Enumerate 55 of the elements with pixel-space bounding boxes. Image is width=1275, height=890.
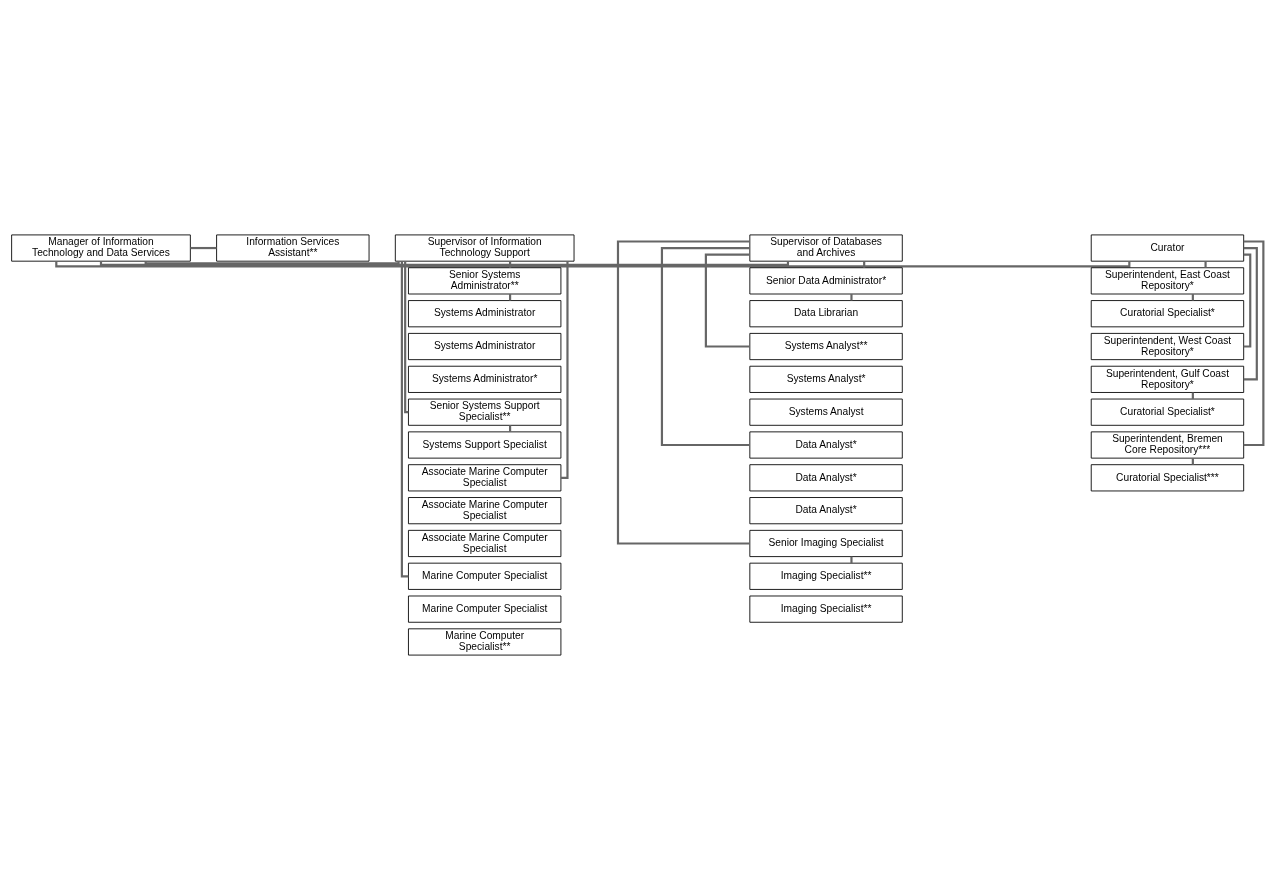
connector <box>190 246 217 250</box>
node-box: Data Analyst* <box>749 431 903 459</box>
connector <box>99 260 790 266</box>
node-box: Superintendent, West Coast Repository* <box>1090 332 1245 361</box>
connector <box>400 261 409 578</box>
node-box: Superintendent, Bremen Core Repository*** <box>1090 431 1245 459</box>
node-box: Supervisor of Databases and Archives <box>749 234 903 262</box>
node-box: Data Librarian <box>749 300 903 328</box>
connector <box>509 294 512 301</box>
node-box: Superintendent, Gulf Coast Repository* <box>1090 365 1245 393</box>
node-box: Imaging Specialist** <box>749 562 903 590</box>
node-box: Systems Support Specialist <box>408 431 562 459</box>
node-box: Superintendent, East Coast Repository* <box>1090 267 1245 295</box>
connector <box>404 261 409 414</box>
node-box: Marine Computer Specialist <box>408 562 562 590</box>
connector <box>1243 246 1258 381</box>
node-box: Systems Analyst <box>749 398 903 426</box>
node-box: Curatorial Specialist* <box>1090 300 1245 328</box>
node-box: Manager of Information Technology and Data Services <box>11 234 191 262</box>
node-box: Information Services Assistant** <box>216 234 370 262</box>
node-box: Curatorial Specialist*** <box>1090 464 1245 492</box>
connector <box>1243 253 1252 348</box>
node-box: Curatorial Specialist* <box>1090 398 1245 426</box>
connector <box>560 261 569 479</box>
node-box: Systems Analyst** <box>749 332 903 361</box>
node-box: Systems Administrator* <box>408 365 562 393</box>
connector <box>850 556 853 564</box>
node-box: Supervisor of Information Technology Support <box>394 234 575 262</box>
connector <box>850 294 853 301</box>
node-box: Systems Analyst* <box>749 365 903 393</box>
node-box: Marine Computer Specialist <box>408 595 562 623</box>
node-box: Marine Computer Specialist** <box>408 628 562 656</box>
connector <box>55 260 1131 268</box>
connector <box>144 260 400 265</box>
node-box: Data Analyst* <box>749 497 903 525</box>
node-box: Systems Administrator <box>408 332 562 361</box>
connector <box>616 240 750 545</box>
node-box: Associate Marine Computer Specialist <box>408 497 562 525</box>
connector <box>863 261 866 268</box>
connector <box>704 253 750 348</box>
node-box: Imaging Specialist** <box>749 595 903 623</box>
node-box: Senior Data Administrator* <box>749 267 903 295</box>
node-box: Senior Systems Administrator** <box>408 267 562 295</box>
node-box: Senior Imaging Specialist <box>749 529 903 558</box>
node-box: Systems Administrator <box>408 300 562 328</box>
node-box: Associate Marine Computer Specialist <box>408 529 562 558</box>
connector <box>660 246 750 447</box>
node-box: Data Analyst* <box>749 464 903 492</box>
connector <box>1204 261 1207 268</box>
node-box: Senior Systems Support Specialist** <box>408 398 562 426</box>
node-box: Associate Marine Computer Specialist <box>408 464 562 492</box>
connector <box>509 425 512 432</box>
connector <box>1191 458 1194 465</box>
connector <box>1191 294 1194 301</box>
node-box: Curator <box>1090 234 1245 262</box>
